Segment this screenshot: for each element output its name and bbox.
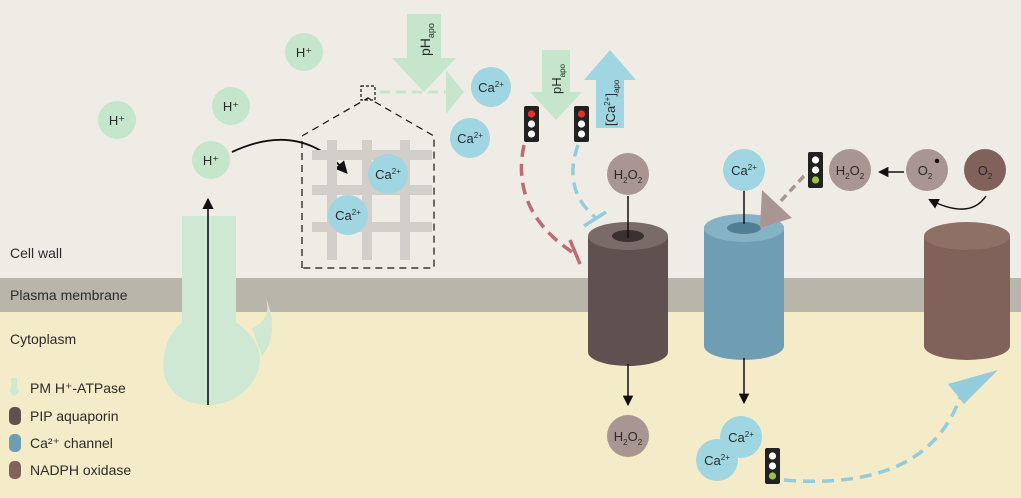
svg-text:Ca2+: Ca2+ bbox=[731, 163, 757, 178]
svg-text:PM H⁺-ATPase: PM H⁺-ATPase bbox=[30, 380, 126, 396]
ph-apo-decrease-arrow: pHapo bbox=[530, 50, 582, 120]
traffic-light-red-icon bbox=[524, 106, 539, 142]
legend: PM H⁺-ATPase PIP aquaporin Ca²⁺ channel … bbox=[9, 378, 131, 479]
svg-text:Ca2+: Ca2+ bbox=[704, 453, 730, 468]
svg-text:Ca2+: Ca2+ bbox=[335, 208, 361, 223]
svg-text:[Ca2+]apo: [Ca2+]apo bbox=[603, 79, 621, 126]
traffic-light-red-icon bbox=[574, 106, 589, 142]
svg-text:H⁺: H⁺ bbox=[296, 45, 312, 60]
h2o2-molecule: H2O2 bbox=[607, 415, 649, 457]
ca-apo-increase-arrow: [Ca2+]apo bbox=[584, 50, 636, 128]
blue-activation-dashed-arrow bbox=[783, 370, 998, 483]
svg-text:H2O2: H2O2 bbox=[836, 163, 865, 181]
svg-text:Ca2+: Ca2+ bbox=[478, 80, 504, 95]
h-ion: H⁺ bbox=[192, 141, 230, 179]
svg-text:Ca²⁺ channel: Ca²⁺ channel bbox=[30, 435, 113, 451]
svg-text:H⁺: H⁺ bbox=[223, 99, 239, 114]
svg-text:O2: O2 bbox=[978, 163, 993, 181]
cytoplasm-region bbox=[0, 312, 1021, 498]
h2o2-molecule: H2O2 bbox=[607, 153, 649, 195]
traffic-light-green-icon bbox=[808, 152, 823, 188]
ph-apo-decrease-arrow: pHapo bbox=[392, 14, 456, 92]
cell-wall-label: Cell wall bbox=[10, 245, 62, 261]
svg-text:Ca2+: Ca2+ bbox=[728, 430, 754, 445]
cytoplasm-label: Cytoplasm bbox=[10, 331, 76, 347]
ca-channel bbox=[704, 190, 784, 405]
h-ion: H⁺ bbox=[98, 101, 136, 139]
cell-wall-zoom bbox=[301, 85, 435, 269]
svg-text:Ca2+: Ca2+ bbox=[375, 167, 401, 182]
radical-dot bbox=[934, 158, 940, 164]
ca-ion: Ca2+ bbox=[328, 195, 368, 235]
superoxide-molecule: O2 bbox=[906, 149, 948, 191]
svg-text:H⁺: H⁺ bbox=[203, 153, 219, 168]
svg-text:pHapo: pHapo bbox=[549, 63, 567, 94]
blue-inhibition-line bbox=[571, 144, 607, 228]
svg-text:H2O2: H2O2 bbox=[614, 429, 643, 447]
pip-aquaporin bbox=[588, 196, 668, 407]
legend-item-atpase: PM H⁺-ATPase bbox=[10, 378, 126, 396]
h-ion: H⁺ bbox=[212, 87, 250, 125]
oxygen-molecule: O2 bbox=[964, 149, 1006, 191]
plasma-membrane-label: Plasma membrane bbox=[10, 287, 128, 303]
red-inhibition-line bbox=[519, 144, 582, 265]
svg-text:O2: O2 bbox=[918, 163, 933, 181]
oxygen-reduction-arrow bbox=[928, 195, 987, 210]
svg-text:pHapo: pHapo bbox=[417, 23, 436, 56]
ca-ion: Ca2+ bbox=[450, 118, 490, 158]
legend-item-ca-channel: Ca²⁺ channel bbox=[9, 434, 113, 452]
h-ion: H⁺ bbox=[285, 33, 323, 71]
plasma-membrane-band bbox=[0, 278, 1021, 312]
h2o2-activation-arrow bbox=[760, 174, 806, 228]
ca-ion: Ca2+ bbox=[723, 149, 765, 191]
pm-h-atpase bbox=[163, 197, 273, 405]
zoom-origin-box bbox=[360, 85, 376, 101]
svg-text:NADPH oxidase: NADPH oxidase bbox=[30, 462, 131, 478]
svg-text:Ca2+: Ca2+ bbox=[457, 131, 483, 146]
svg-text:H⁺: H⁺ bbox=[109, 113, 125, 128]
traffic-light-green-icon bbox=[765, 448, 780, 484]
legend-item-nadph-oxidase: NADPH oxidase bbox=[9, 461, 131, 479]
ca-ion: Ca2+ bbox=[696, 439, 738, 481]
ca-ion: Ca2+ bbox=[471, 67, 511, 107]
h2o2-molecule: H2O2 bbox=[829, 149, 871, 191]
nadph-oxidase bbox=[924, 222, 1010, 360]
svg-text:H2O2: H2O2 bbox=[614, 167, 643, 185]
legend-item-aquaporin: PIP aquaporin bbox=[9, 407, 118, 425]
svg-text:PIP aquaporin: PIP aquaporin bbox=[30, 408, 118, 424]
green-arrowhead bbox=[446, 70, 464, 114]
ca-ion: Ca2+ bbox=[368, 154, 408, 194]
